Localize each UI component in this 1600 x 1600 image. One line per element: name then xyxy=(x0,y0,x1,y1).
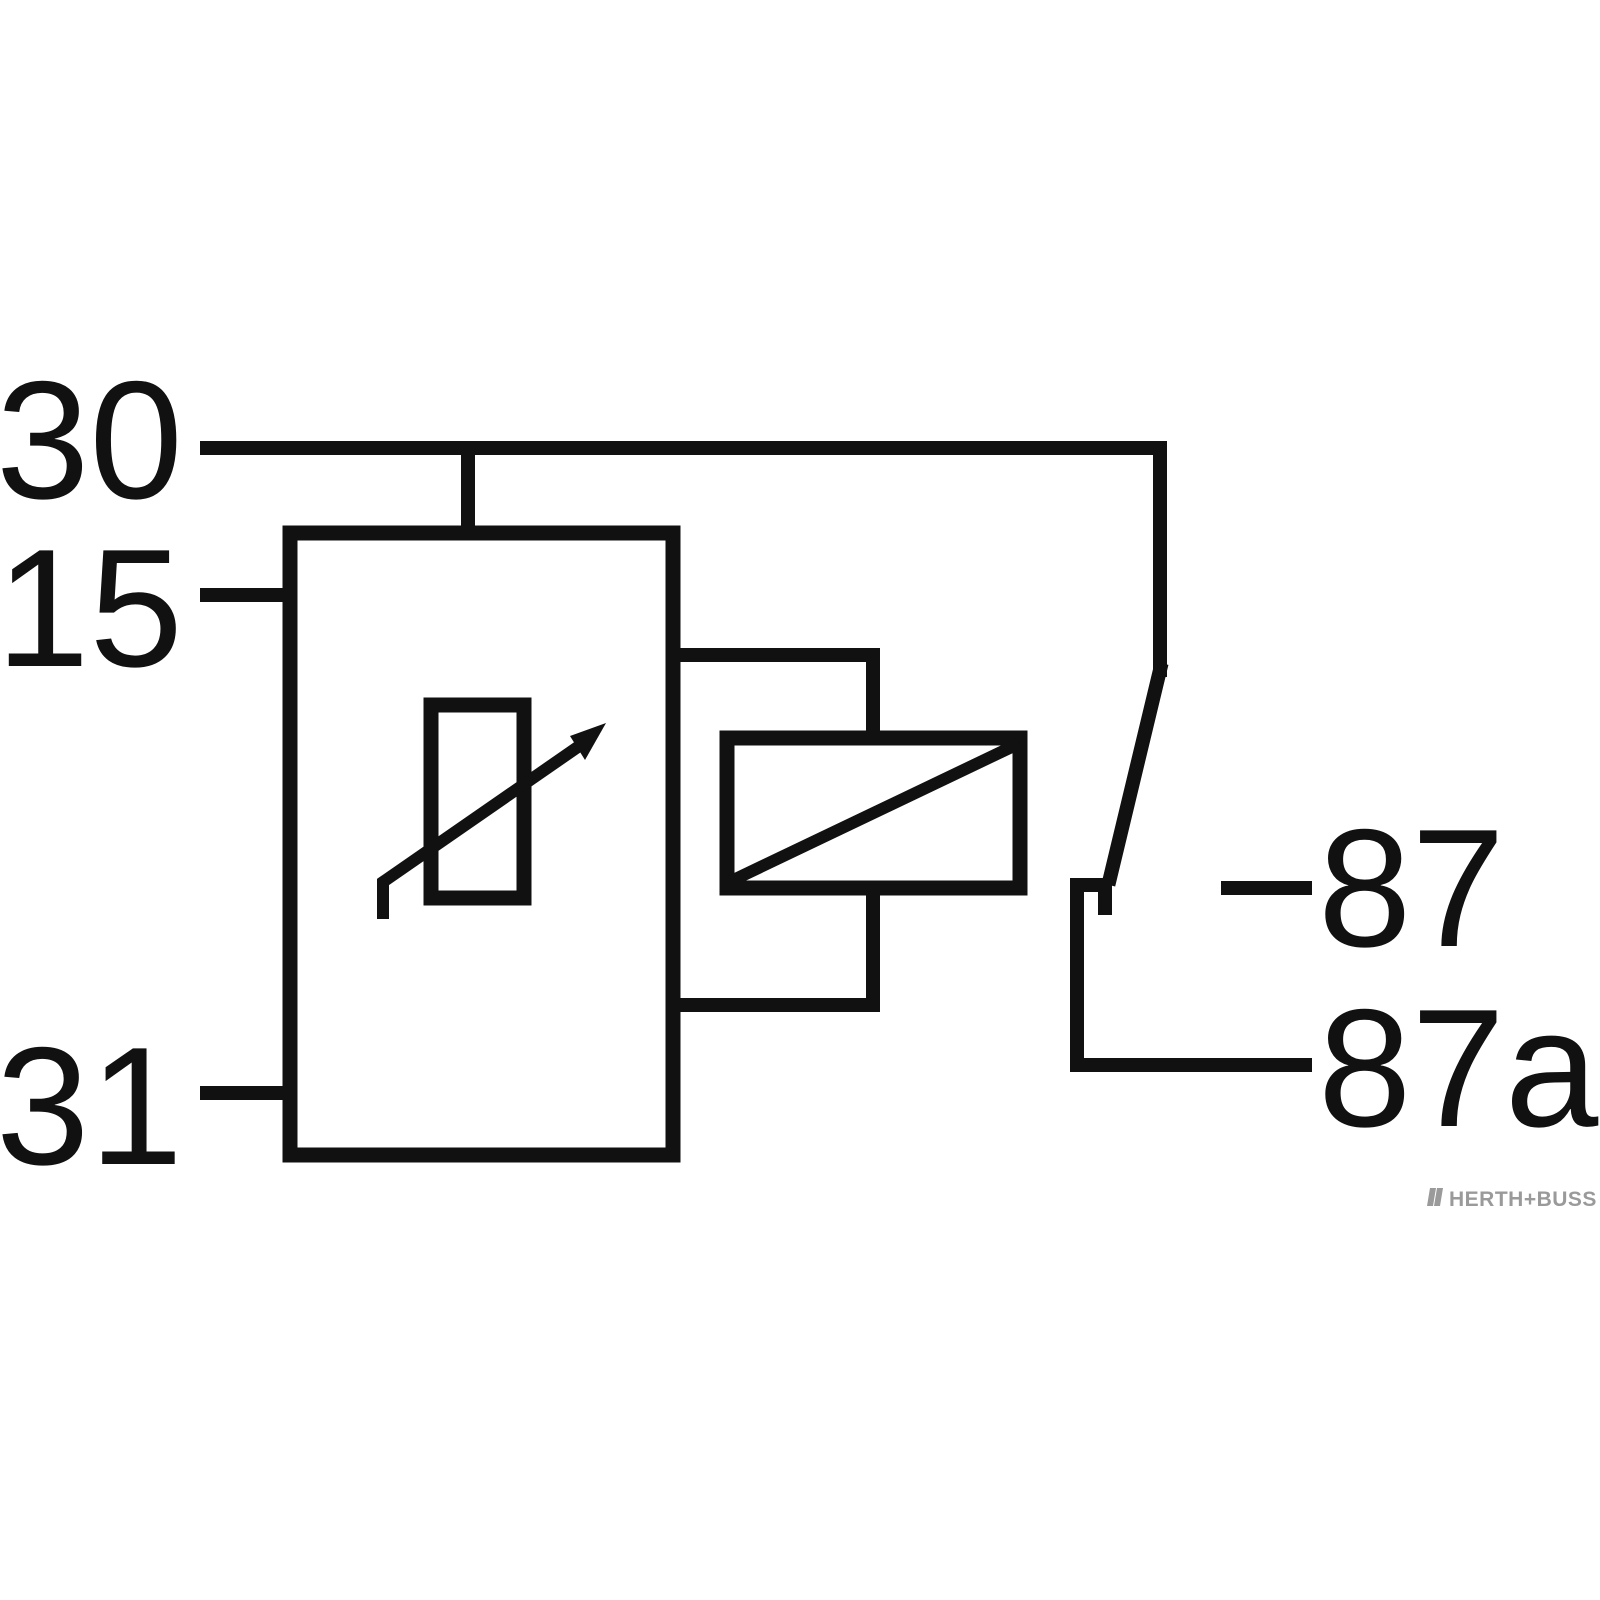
relay-coil-diagonal xyxy=(724,737,1023,889)
relay-coil-icon xyxy=(719,730,1028,896)
control-module-box xyxy=(282,525,681,1163)
watermark-text: HERTH+BUSS xyxy=(1449,1188,1597,1211)
wire-module-to-coil-top xyxy=(666,648,880,745)
wires xyxy=(200,441,1312,1100)
relay-coil-box xyxy=(719,730,1028,896)
resistor-body xyxy=(423,697,532,906)
herth-buss-watermark: HERTH+BUSS xyxy=(1427,1188,1597,1211)
terminal-label-15: 15 xyxy=(0,514,183,702)
terminal-label-87: 87 xyxy=(1318,794,1505,982)
switch-contact-blade xyxy=(1101,661,1169,887)
wire-terminal-30-bus xyxy=(200,441,1167,677)
wire-coil-bottom-to-module xyxy=(666,881,880,1012)
terminal-label-87a: 87a xyxy=(1318,974,1599,1162)
terminal-label-30: 30 xyxy=(0,346,183,534)
variable-resistor-icon xyxy=(377,697,606,919)
switch-contact-hook xyxy=(1070,878,1312,1072)
adjust-arrow-line xyxy=(377,733,594,919)
herth-buss-logo-icon xyxy=(1427,1188,1443,1206)
terminal-label-31: 31 xyxy=(0,1012,183,1200)
adjust-arrowhead xyxy=(570,723,606,760)
